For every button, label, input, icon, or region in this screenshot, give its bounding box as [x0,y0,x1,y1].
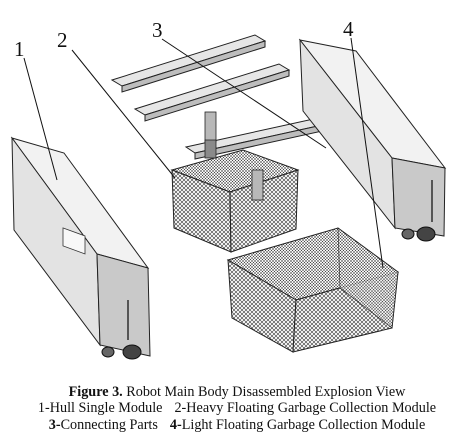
figure-caption-title: Figure 3. Robot Main Body Disassembled E… [0,384,474,400]
connecting-bar-top [110,34,267,93]
connecting-bar-middle [133,63,291,122]
leader-line-1 [23,57,58,181]
callout-2: 2 [57,28,68,52]
callout-3: 3 [152,18,163,42]
leader-line-2 [71,49,176,179]
figure-caption-legend-line-1: 1-Hull Single Module 2-Heavy Floating Gar… [0,400,474,416]
legend-1-text: Hull Single Module [49,400,163,416]
light-garbage-basket [226,227,400,353]
legend-3-num: 3- [48,417,61,433]
callout-1: 1 [14,37,25,61]
legend-2-num: 2- [174,400,187,416]
figure-title: Robot Main Body Disassembled Explosion V… [126,384,406,400]
legend-4-num: 4- [169,417,182,433]
heavy-garbage-basket [170,111,300,253]
figure-label: Figure 3. [68,384,123,400]
legend-3-text: Connecting Parts [60,417,158,433]
leader-line-4 [350,37,384,269]
callout-4: 4 [343,17,354,41]
hull-module-left [10,136,151,360]
hull-module-right [298,38,447,242]
legend-4-text: Light Floating Garbage Collection Module [181,417,426,433]
figure-caption-legend-line-2: 3-Connecting Parts 4-Light Floating Garba… [0,417,474,434]
legend-2-text: Heavy Floating Garbage Collection Module [186,400,437,416]
legend-1-num: 1- [37,400,50,416]
leader-line-3 [161,38,327,149]
